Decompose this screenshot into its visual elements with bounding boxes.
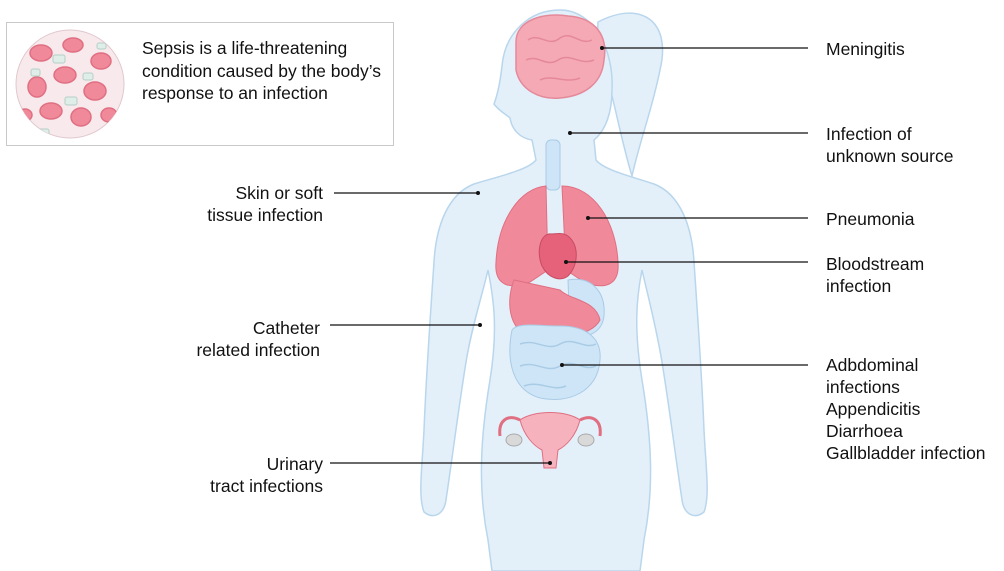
label-bloodstream: Bloodstream infection bbox=[826, 253, 924, 297]
label-line: Meningitis bbox=[826, 38, 905, 60]
label-pneumonia: Pneumonia bbox=[826, 208, 915, 230]
label-line: Infection of bbox=[826, 123, 953, 145]
ovary-left bbox=[506, 434, 522, 446]
label-line: unknown source bbox=[826, 145, 953, 167]
label-abdominal: Adbdominal infections Appendicitis Diarr… bbox=[826, 354, 986, 464]
label-line: related infection bbox=[196, 339, 320, 361]
label-line: tract infections bbox=[210, 475, 323, 497]
label-line: Bloodstream bbox=[826, 253, 924, 275]
label-urinary: Urinary tract infections bbox=[210, 453, 323, 497]
brain bbox=[516, 15, 605, 98]
label-skin: Skin or soft tissue infection bbox=[207, 182, 323, 226]
label-line: Catheter bbox=[196, 317, 320, 339]
label-line: Pneumonia bbox=[826, 208, 915, 230]
label-line: Adbdominal bbox=[826, 354, 986, 376]
label-catheter: Catheter related infection bbox=[196, 317, 320, 361]
label-meningitis: Meningitis bbox=[826, 38, 905, 60]
trachea bbox=[546, 140, 560, 190]
label-line: Gallbladder infection bbox=[826, 442, 986, 464]
label-line: Appendicitis bbox=[826, 398, 986, 420]
ovary-right bbox=[578, 434, 594, 446]
label-line: Skin or soft bbox=[207, 182, 323, 204]
label-line: Diarrhoea bbox=[826, 420, 986, 442]
sepsis-definition: Sepsis is a life-threatening condition c… bbox=[142, 37, 392, 105]
blood-cells-icon bbox=[11, 25, 129, 143]
label-line: infection bbox=[826, 275, 924, 297]
label-line: infections bbox=[826, 376, 986, 398]
label-unknown-source: Infection of unknown source bbox=[826, 123, 953, 167]
label-line: tissue infection bbox=[207, 204, 323, 226]
label-line: Urinary bbox=[210, 453, 323, 475]
